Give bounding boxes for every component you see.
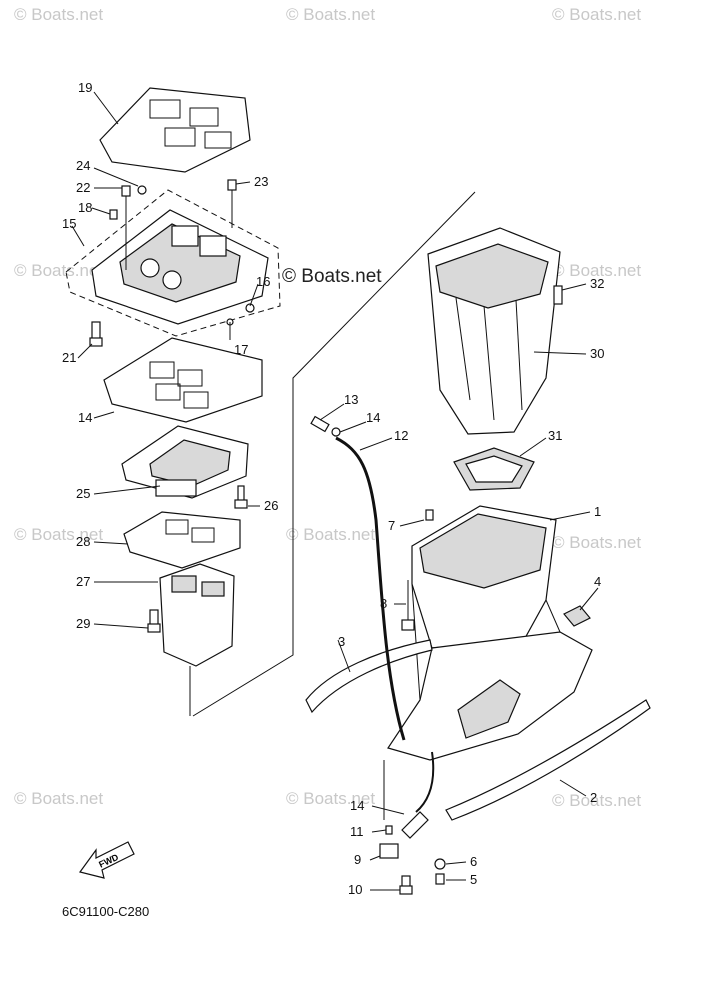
watermark: © Boats.net xyxy=(552,261,641,280)
watermark: © Boats.net xyxy=(552,533,641,552)
part-28-gasket xyxy=(123,511,241,569)
callout-13: 13 xyxy=(344,392,358,407)
callout-7: 7 xyxy=(388,518,395,533)
callout-1: 1 xyxy=(594,504,601,519)
part-27-exhaust-manifold xyxy=(147,563,235,716)
watermark: © Boats.net xyxy=(14,789,103,808)
part-16-upper-case xyxy=(91,209,269,325)
part-1-upper-casing xyxy=(387,505,593,761)
callout-2: 2 xyxy=(590,790,597,805)
watermark: © Boats.net xyxy=(286,789,375,808)
watermark: © Boats.net xyxy=(286,5,375,24)
callout-14-upper: 14 xyxy=(366,410,380,425)
drawing-code: 6C91100-C280 xyxy=(62,904,149,919)
callout-5: 5 xyxy=(470,872,477,887)
fwd-arrow-icon: FWD xyxy=(78,841,135,879)
callout-labels: 19 24 22 23 18 15 16 17 21 14 25 26 28 2… xyxy=(62,80,604,897)
part-20-gasket xyxy=(99,87,251,173)
watermarks: © Boats.net © Boats.net © Boats.net © Bo… xyxy=(14,5,641,810)
callout-22: 22 xyxy=(76,180,90,195)
watermark: © Boats.net xyxy=(14,5,103,24)
callout-10: 10 xyxy=(348,882,362,897)
watermark: © Boats.net xyxy=(552,791,641,810)
part-2-seal xyxy=(445,699,651,821)
callout-18: 17 xyxy=(234,342,248,357)
part-4-grommet xyxy=(563,605,591,627)
callout-26: 26 xyxy=(264,498,278,513)
callout-11: 11 xyxy=(350,824,364,839)
watermark: © Boats.net xyxy=(286,525,375,544)
callout-21: 21 xyxy=(62,350,76,365)
callout-15: 14 xyxy=(78,410,92,425)
callout-27: 27 xyxy=(76,574,90,589)
part-25-exhaust-guide xyxy=(121,425,249,499)
part-13-14-fittings xyxy=(310,415,341,437)
callout-31: 31 xyxy=(548,428,562,443)
callout-25: 25 xyxy=(76,486,90,501)
callout-4: 4 xyxy=(594,574,601,589)
part-16-group-outline xyxy=(65,189,281,337)
watermark: © Boats.net xyxy=(14,261,103,280)
part-26-bolt xyxy=(234,485,248,509)
callout-6: 6 xyxy=(470,854,477,869)
callout-20: 19 xyxy=(78,80,92,95)
callout-29: 29 xyxy=(76,616,90,631)
callout-8: 8 xyxy=(380,596,387,611)
callout-23: 23 xyxy=(254,174,268,189)
watermark: © Boats.net xyxy=(552,5,641,24)
part-31-rubber-seal xyxy=(453,447,535,491)
main-watermark: © Boats.net xyxy=(282,266,382,287)
bolts-upper xyxy=(89,179,255,347)
callout-30: 30 xyxy=(590,346,604,361)
callout-19: 18 xyxy=(78,200,92,215)
callout-24: 24 xyxy=(76,158,90,173)
part-30-upper-casing xyxy=(427,227,563,435)
callout-14-lower: 14 xyxy=(350,798,364,813)
watermark: © Boats.net xyxy=(14,525,103,544)
part-15-gasket xyxy=(103,337,263,423)
part-3-seal xyxy=(305,639,433,714)
callout-17: 16 xyxy=(256,274,270,289)
callout-9: 9 xyxy=(354,852,361,867)
section-divider-line xyxy=(192,191,476,717)
callout-28: 28 xyxy=(76,534,90,549)
part-12-hose xyxy=(335,436,406,741)
bolts-7-8 xyxy=(401,509,434,631)
callout-12: 12 xyxy=(394,428,408,443)
part-12-hose-lower xyxy=(415,751,435,813)
lower-fittings xyxy=(379,811,446,895)
callout-leaders xyxy=(71,91,599,891)
callout-3: 3 xyxy=(338,634,345,649)
callout-32: 32 xyxy=(590,276,604,291)
callout-16: 15 xyxy=(62,216,76,231)
